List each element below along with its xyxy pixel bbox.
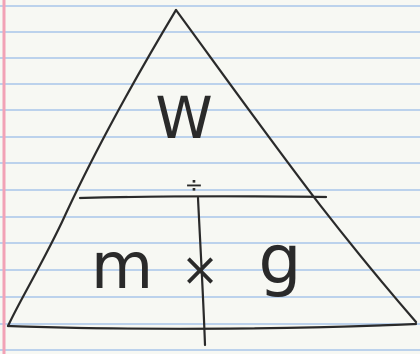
ruled-lines [0, 5, 420, 351]
vertical-line [196, 196, 207, 347]
triangle-left-side [6, 8, 178, 328]
triangle-base [6, 322, 418, 330]
gravity-label: g [258, 221, 301, 300]
multiply-label: × [181, 242, 220, 296]
divide-mark: ÷ [185, 173, 203, 198]
mass-label: m [91, 230, 153, 304]
triangle [6, 8, 418, 347]
weight-label: W [155, 84, 212, 152]
divider-line [78, 195, 328, 200]
triangle-right-side [174, 8, 418, 324]
